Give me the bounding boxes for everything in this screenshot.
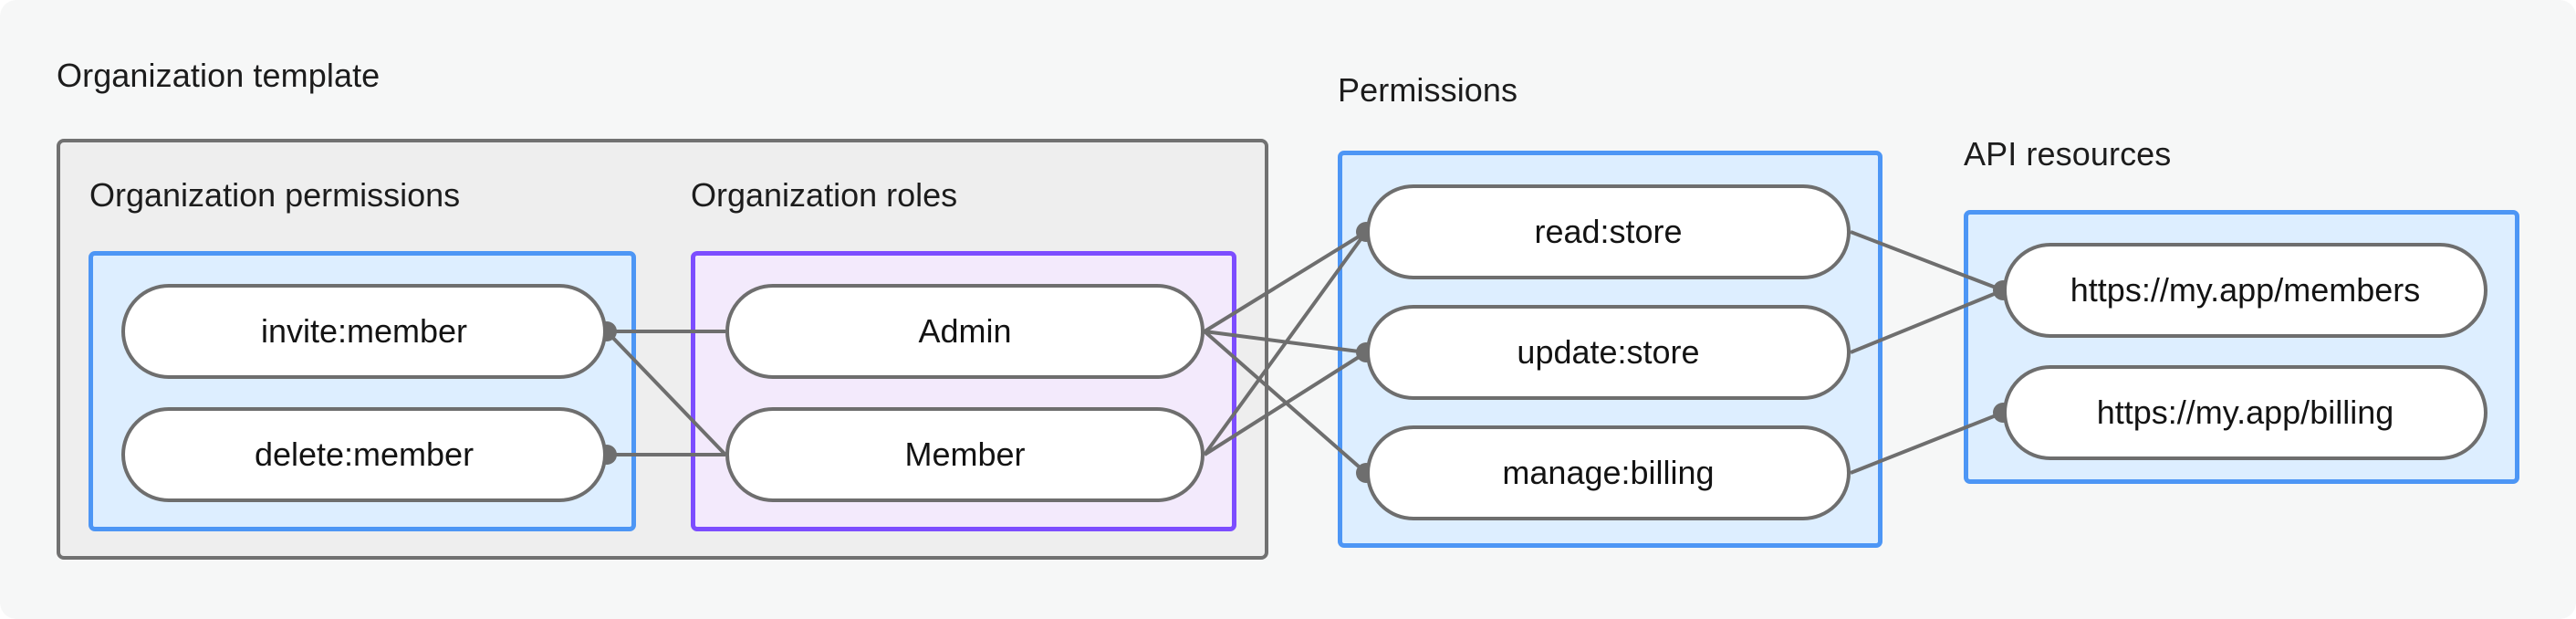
node-manage-billing[interactable]: manage:billing — [1366, 425, 1851, 520]
node-invite-member[interactable]: invite:member — [121, 284, 607, 379]
node-admin[interactable]: Admin — [725, 284, 1205, 379]
node-delete-member[interactable]: delete:member — [121, 407, 607, 502]
label-api-resources: API resources — [1964, 135, 2172, 173]
node-members-url[interactable]: https://my.app/members — [2003, 243, 2487, 338]
label-permissions: Permissions — [1338, 71, 1518, 109]
label-organization-permissions: Organization permissions — [89, 176, 461, 214]
node-update-store[interactable]: update:store — [1366, 305, 1851, 400]
label-organization-roles: Organization roles — [691, 176, 958, 214]
label-organization-template: Organization template — [57, 57, 381, 94]
node-member[interactable]: Member — [725, 407, 1205, 502]
node-read-store[interactable]: read:store — [1366, 184, 1851, 279]
node-billing-url[interactable]: https://my.app/billing — [2003, 365, 2487, 460]
